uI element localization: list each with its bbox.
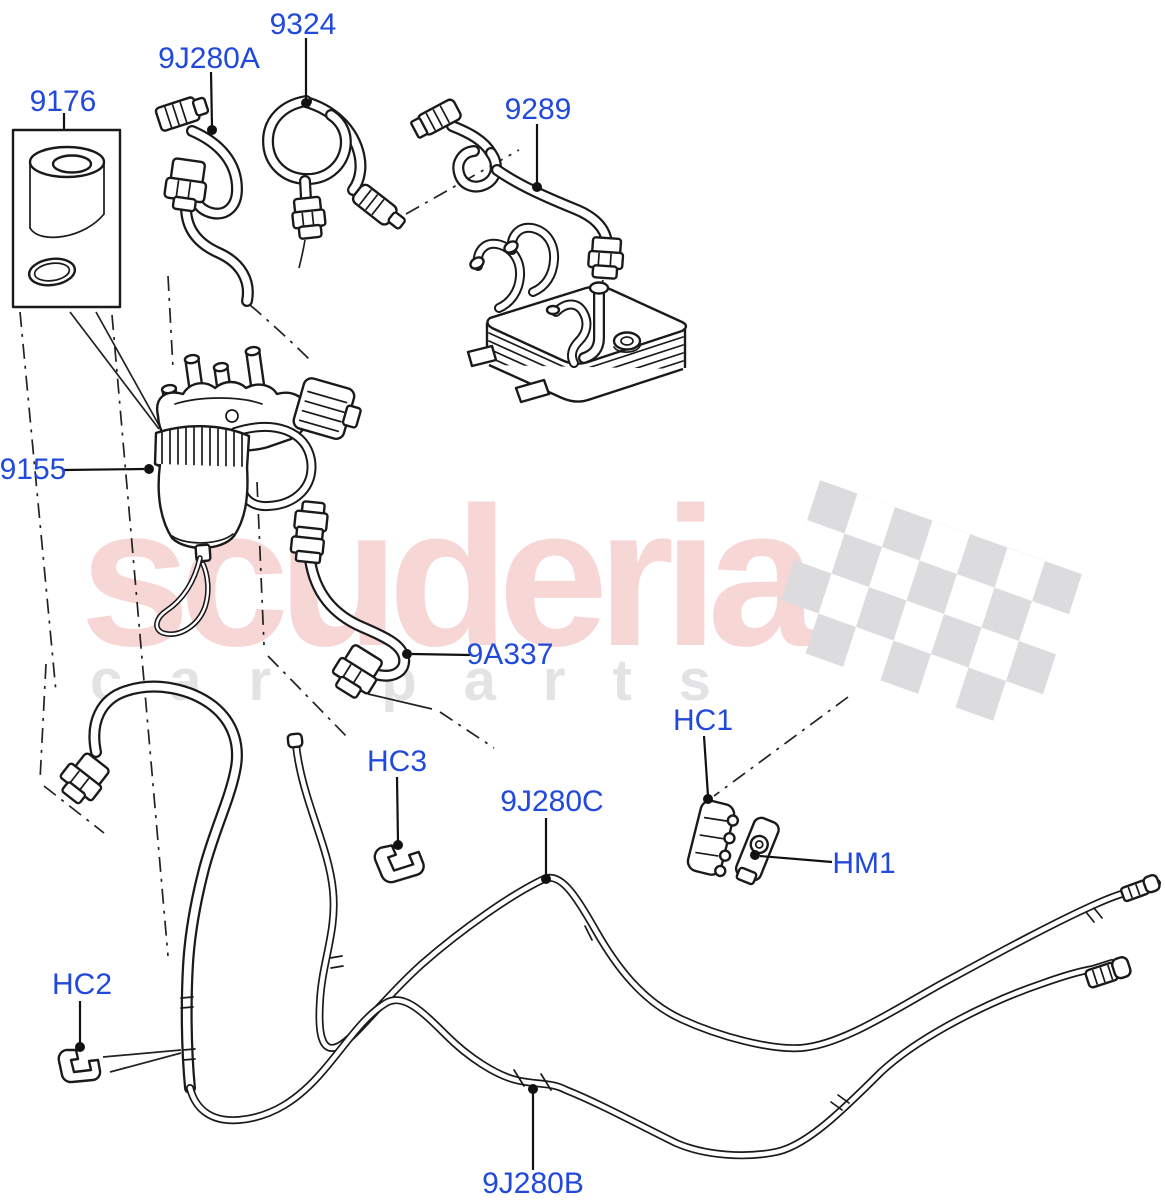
hose-elbow-fitting: [163, 157, 208, 213]
quick-connect-fitting: [291, 195, 327, 240]
part-label-HM1[interactable]: HM1: [832, 847, 895, 880]
line-end-fitting: [1119, 873, 1161, 903]
fuel-hose-9A337: [289, 500, 404, 699]
mounting-bracket-HM1: [734, 816, 780, 886]
ribbed-connector: [351, 183, 406, 230]
part-label-9J280B[interactable]: 9J280B: [482, 1167, 584, 1200]
fuel-filter-assembly-9155: [153, 345, 362, 634]
line-end-fitting: [1084, 956, 1132, 989]
fuel-cooler: [466, 228, 688, 404]
watermark: scuderia car parts: [80, 466, 1082, 734]
part-label-HC1[interactable]: HC1: [673, 704, 733, 737]
hose-connector: [154, 96, 210, 132]
filter-element-kit-9176: [11, 128, 122, 309]
part-label-9A337[interactable]: 9A337: [467, 638, 554, 671]
hose-elbow-fitting: [59, 752, 110, 805]
hose-elbow-fitting: [331, 644, 383, 699]
fuel-hose-9J280A: [154, 96, 248, 301]
part-label-9155[interactable]: 9155: [0, 453, 66, 486]
hose-clip-HC2: [57, 1048, 182, 1084]
fuel-feed-return-lines: [59, 687, 1161, 1156]
part-label-9J280A[interactable]: 9J280A: [158, 42, 260, 75]
line-fittings: [180, 907, 1103, 1111]
fuel-hose-9324: [268, 101, 406, 269]
part-label-HC3[interactable]: HC3: [367, 745, 427, 778]
part-label-9J280C[interactable]: 9J280C: [500, 785, 603, 818]
watermark-tagline-text: car parts: [90, 648, 758, 713]
quick-connect-fitting: [587, 236, 625, 280]
hose-connector: [410, 98, 462, 139]
hose-clip-HC3: [373, 844, 425, 884]
hose-clip-HC1: [686, 799, 740, 878]
part-label-9289[interactable]: 9289: [505, 93, 572, 126]
part-labels: 9176 9J280A 9324 9289 9155 9A337 HC3 HC1…: [0, 8, 896, 1200]
filter-connector-block: [292, 377, 362, 441]
part-label-9176[interactable]: 9176: [30, 85, 97, 118]
checkered-flag-graphic: [768, 480, 1082, 734]
leader-lines: [62, 38, 833, 1170]
quick-connect-fitting: [289, 500, 329, 565]
fuel-hose-9289: [410, 98, 625, 292]
part-label-9324[interactable]: 9324: [270, 8, 337, 41]
part-label-HC2[interactable]: HC2: [52, 968, 112, 1001]
